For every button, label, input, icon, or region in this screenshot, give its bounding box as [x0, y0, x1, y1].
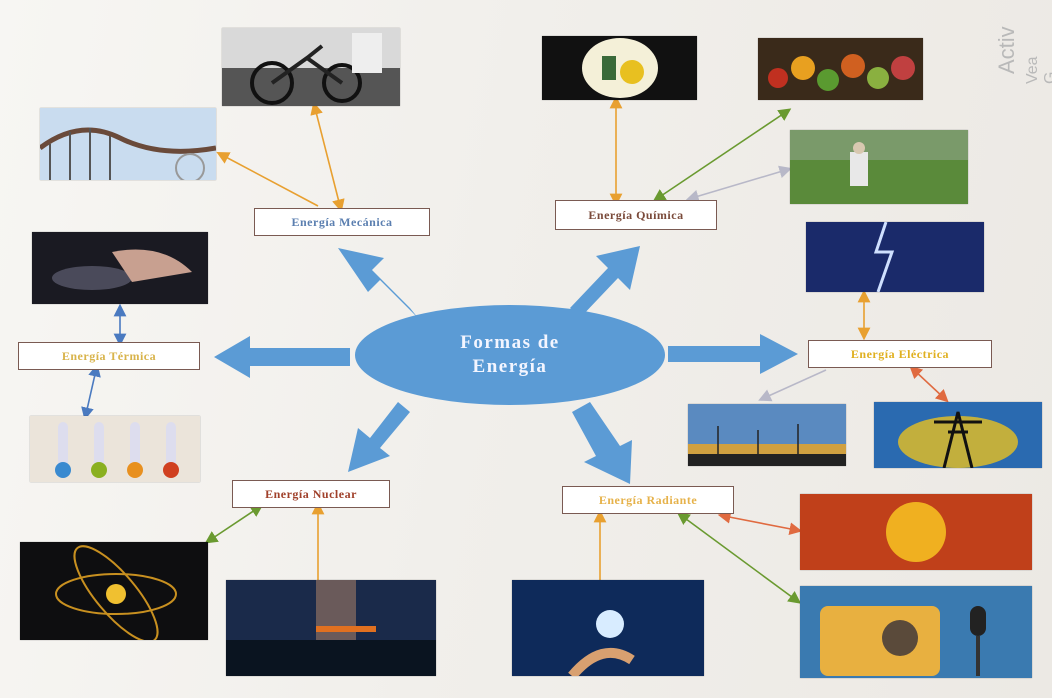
connector-mecanica-ciclista [310, 101, 345, 213]
photo-atomo [20, 542, 208, 640]
corner-text-line1: Activ [994, 26, 1019, 74]
label-text: Energía Radiante [598, 492, 698, 507]
photo-nino-luz [542, 36, 697, 100]
photo-torre-electrica [874, 402, 1042, 468]
corner-text-line2: Vea G [1024, 56, 1052, 84]
photo-radio [800, 586, 1032, 678]
label-energia-electrica: Energía Eléctrica [808, 340, 992, 368]
label-text: Energía Eléctrica [850, 346, 950, 361]
connector-quimica-verduras [652, 108, 792, 202]
connector-electrica-aerogeneradores [758, 369, 827, 402]
arrow-to-radiante [572, 402, 632, 484]
photo-sol [800, 494, 1032, 570]
photo-termometros [30, 416, 200, 482]
photo-verduras [758, 38, 923, 100]
arrow-to-termica [214, 336, 350, 378]
connector-radiante-radio [676, 512, 802, 604]
connector-termica-termometros [81, 363, 101, 421]
arrow-to-nuclear [348, 402, 410, 472]
arrow-to-mecanica [338, 248, 418, 318]
center-title-line2: Energía [472, 356, 548, 377]
label-text: Energía Mecánica [291, 214, 393, 229]
arrow-to-quimica [570, 246, 640, 318]
label-text: Energía Nuclear [265, 486, 357, 501]
connector-nuclear-atomo [204, 504, 264, 544]
photo-relampago [806, 222, 984, 292]
connector-radiante-sol [717, 510, 803, 536]
photo-ciclista [222, 28, 400, 106]
photo-aerogeneradores [688, 404, 846, 466]
label-energia-mecanica: Energía Mecánica [254, 208, 430, 236]
label-energia-quimica: Energía Química [555, 200, 717, 230]
photo-hombre-campo [790, 130, 968, 204]
photo-bombilla [512, 580, 704, 676]
photo-plancha [32, 232, 208, 304]
connector-electrica-torre [909, 365, 949, 403]
label-text: Energía Térmica [61, 348, 157, 363]
center-arrows [214, 246, 798, 484]
center-node: Formas de Energía [355, 305, 665, 405]
connector-quimica-campo [685, 165, 793, 203]
label-energia-termica: Energía Térmica [18, 342, 200, 370]
photo-central-nuclear [226, 580, 436, 676]
thin-connectors [81, 95, 949, 605]
arrow-to-electrica [668, 334, 798, 374]
connector-mecanica-montana [216, 151, 319, 207]
label-text: Energía Química [588, 207, 684, 222]
center-title-line1: Formas de [460, 332, 560, 353]
photo-montana-rusa [40, 108, 216, 180]
corner-partial-text: Activ Vea G [990, 0, 1052, 120]
label-energia-radiante: Energía Radiante [562, 486, 734, 514]
label-energia-nuclear: Energía Nuclear [232, 480, 390, 508]
